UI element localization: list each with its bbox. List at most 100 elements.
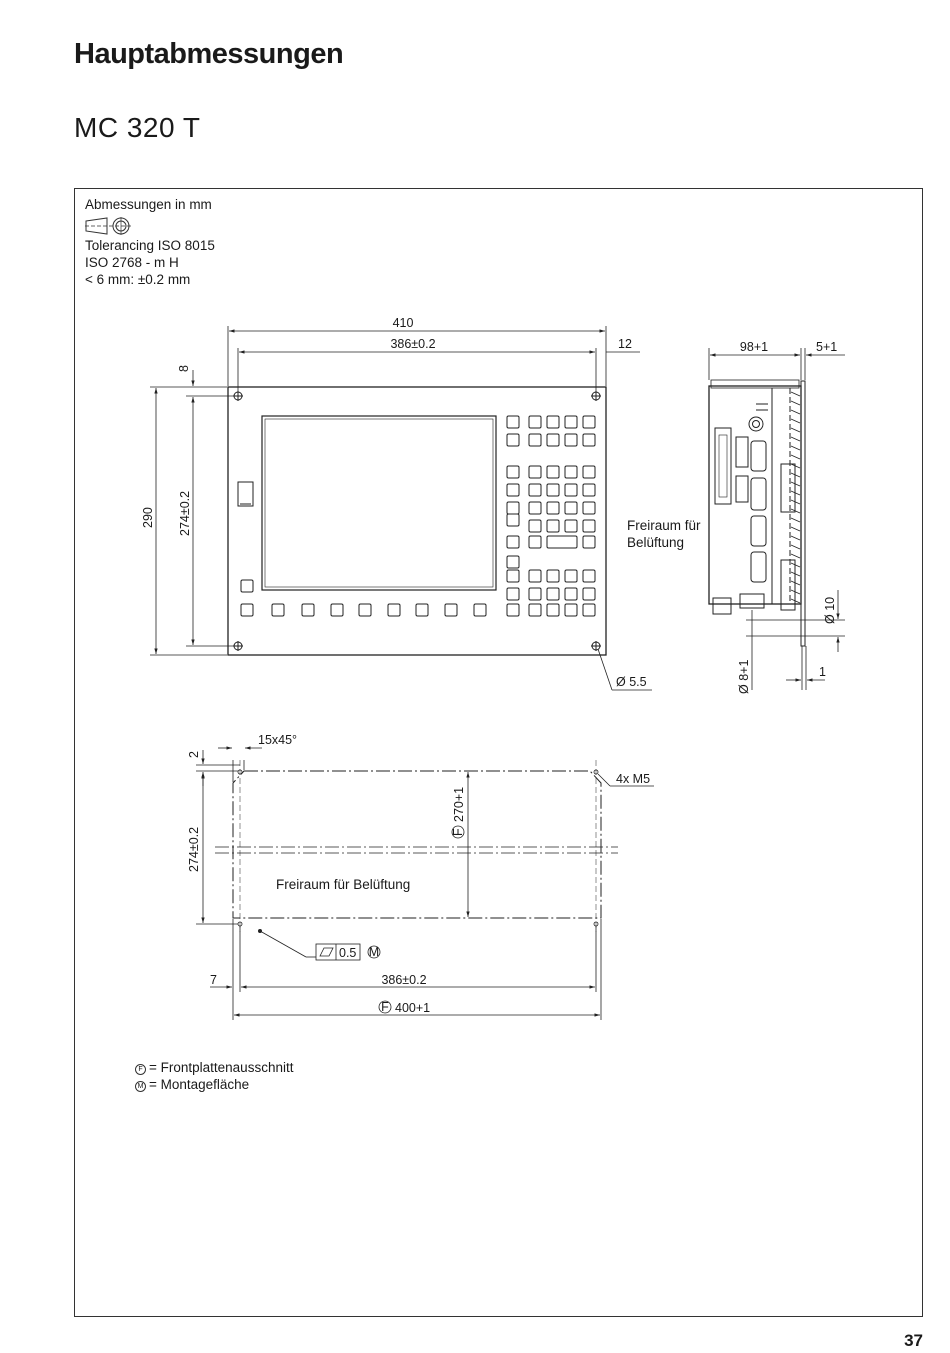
flatness-value: 0.5: [339, 946, 356, 960]
key-icon: [582, 587, 596, 601]
key-icon: [564, 433, 578, 447]
key-icon: [528, 465, 542, 479]
key-icon: [387, 603, 401, 617]
svg-text:F: F: [381, 1000, 389, 1014]
key-icon: [546, 433, 560, 447]
keypad: [240, 415, 596, 617]
dim-height-holes: 274±0.2: [178, 491, 192, 536]
dim-thread: 4x M5: [616, 772, 650, 786]
dim-width-holes: 386±0.2: [390, 337, 435, 351]
legend-tolerancing: Tolerancing ISO 8015: [85, 238, 215, 253]
projection-symbol-icon: [85, 217, 133, 235]
marker-m-icon: [367, 945, 381, 959]
key-icon: [506, 501, 520, 515]
ventilation-label-1: Freiraum für: [627, 518, 701, 533]
key-icon: [582, 535, 596, 549]
key-icon: [564, 483, 578, 497]
flatness-tolerance-frame: 0.5 M: [315, 943, 381, 961]
side-view-ventilation-ribs: [790, 391, 801, 604]
key-icon: [564, 519, 578, 533]
dim-hole: Ø 5.5: [616, 675, 647, 689]
svg-text:F: F: [451, 828, 465, 836]
key-icon: [506, 569, 520, 583]
footnote-f: F= Frontplattenausschnitt: [135, 1059, 293, 1076]
key-icon: [564, 465, 578, 479]
drawing-frame: [74, 188, 923, 1317]
key-icon: [358, 603, 372, 617]
marker-f-icon: F: [451, 825, 465, 839]
svg-text:M: M: [369, 945, 379, 959]
page-number: 37: [904, 1331, 923, 1350]
key-icon: [546, 465, 560, 479]
front-view-dimensions: [150, 326, 652, 691]
key-icon: [546, 501, 560, 515]
footnotes: F= Frontplattenausschnitt M= Montagefläc…: [135, 1059, 293, 1093]
page-title: Hauptabmessungen: [74, 38, 344, 70]
ventilation-label-2: Belüftung: [627, 535, 684, 550]
key-icon: [444, 603, 458, 617]
key-icon: [564, 587, 578, 601]
key-icon: [528, 569, 542, 583]
key-icon: [582, 483, 596, 497]
key-icon: [528, 483, 542, 497]
dim-cut-top: 2: [187, 751, 201, 758]
key-icon: [546, 483, 560, 497]
key-icon: [564, 603, 578, 617]
dim-height-total: 290: [141, 507, 155, 528]
legend-iso: ISO 2768 - m H: [85, 255, 179, 270]
dim-cut-holes-height: 274±0.2: [187, 827, 201, 872]
page-subtitle: MC 320 T: [74, 112, 201, 143]
key-icon: [506, 535, 520, 549]
dim-depth: 98+1: [740, 340, 768, 354]
cutout-ventilation-label: Freiraum für Belüftung: [276, 877, 410, 892]
key-icon: [240, 603, 254, 617]
marker-f-width-icon: F: [378, 1000, 392, 1014]
key-icon: [564, 501, 578, 515]
key-icon: [582, 433, 596, 447]
key-icon: [240, 579, 254, 593]
key-icon: [582, 501, 596, 515]
key-icon: [528, 415, 542, 429]
cutout-view: [215, 760, 618, 932]
side-view-dimensions: [708, 348, 845, 690]
dim-cut-holes-width: 386±0.2: [381, 973, 426, 987]
dim-cut-left: 7: [210, 973, 217, 987]
key-icon: [564, 415, 578, 429]
key-icon: [330, 603, 344, 617]
key-icon: [546, 415, 560, 429]
dim-width-total: 410: [393, 316, 414, 330]
thread-hole-icon: [237, 769, 599, 927]
key-icon: [582, 603, 596, 617]
key-icon: [546, 569, 560, 583]
marker-f-icon: F: [135, 1064, 146, 1075]
legend-units: Abmessungen in mm: [85, 197, 212, 212]
key-icon: [506, 513, 520, 527]
flatness-icon: [319, 947, 334, 957]
front-view: [227, 386, 607, 656]
footnote-m: M= Montagefläche: [135, 1076, 293, 1093]
mounting-hole-icon: [233, 391, 601, 651]
key-icon: [506, 465, 520, 479]
key-icon: [546, 519, 560, 533]
marker-m-icon: M: [135, 1081, 146, 1092]
key-icon: [528, 519, 542, 533]
key-icon: [528, 587, 542, 601]
key-icon: [582, 465, 596, 479]
dim-d10: Ø 10: [823, 597, 837, 624]
key-icon: [415, 603, 429, 617]
key-icon: [528, 501, 542, 515]
dim-d8: Ø 8+1: [737, 660, 751, 694]
key-icon: [506, 555, 520, 569]
dim-chamfer: 15x45°: [258, 733, 297, 747]
key-icon: [564, 569, 578, 583]
key-icon: [506, 433, 520, 447]
dim-edge: 12: [618, 337, 632, 351]
key-icon: [301, 603, 315, 617]
key-icon: [473, 603, 487, 617]
key-icon: [582, 569, 596, 583]
dim-plate: 5+1: [816, 340, 837, 354]
legend-small: < 6 mm: ±0.2 mm: [85, 272, 191, 287]
key-icon: [546, 535, 578, 549]
side-view: [708, 379, 806, 647]
